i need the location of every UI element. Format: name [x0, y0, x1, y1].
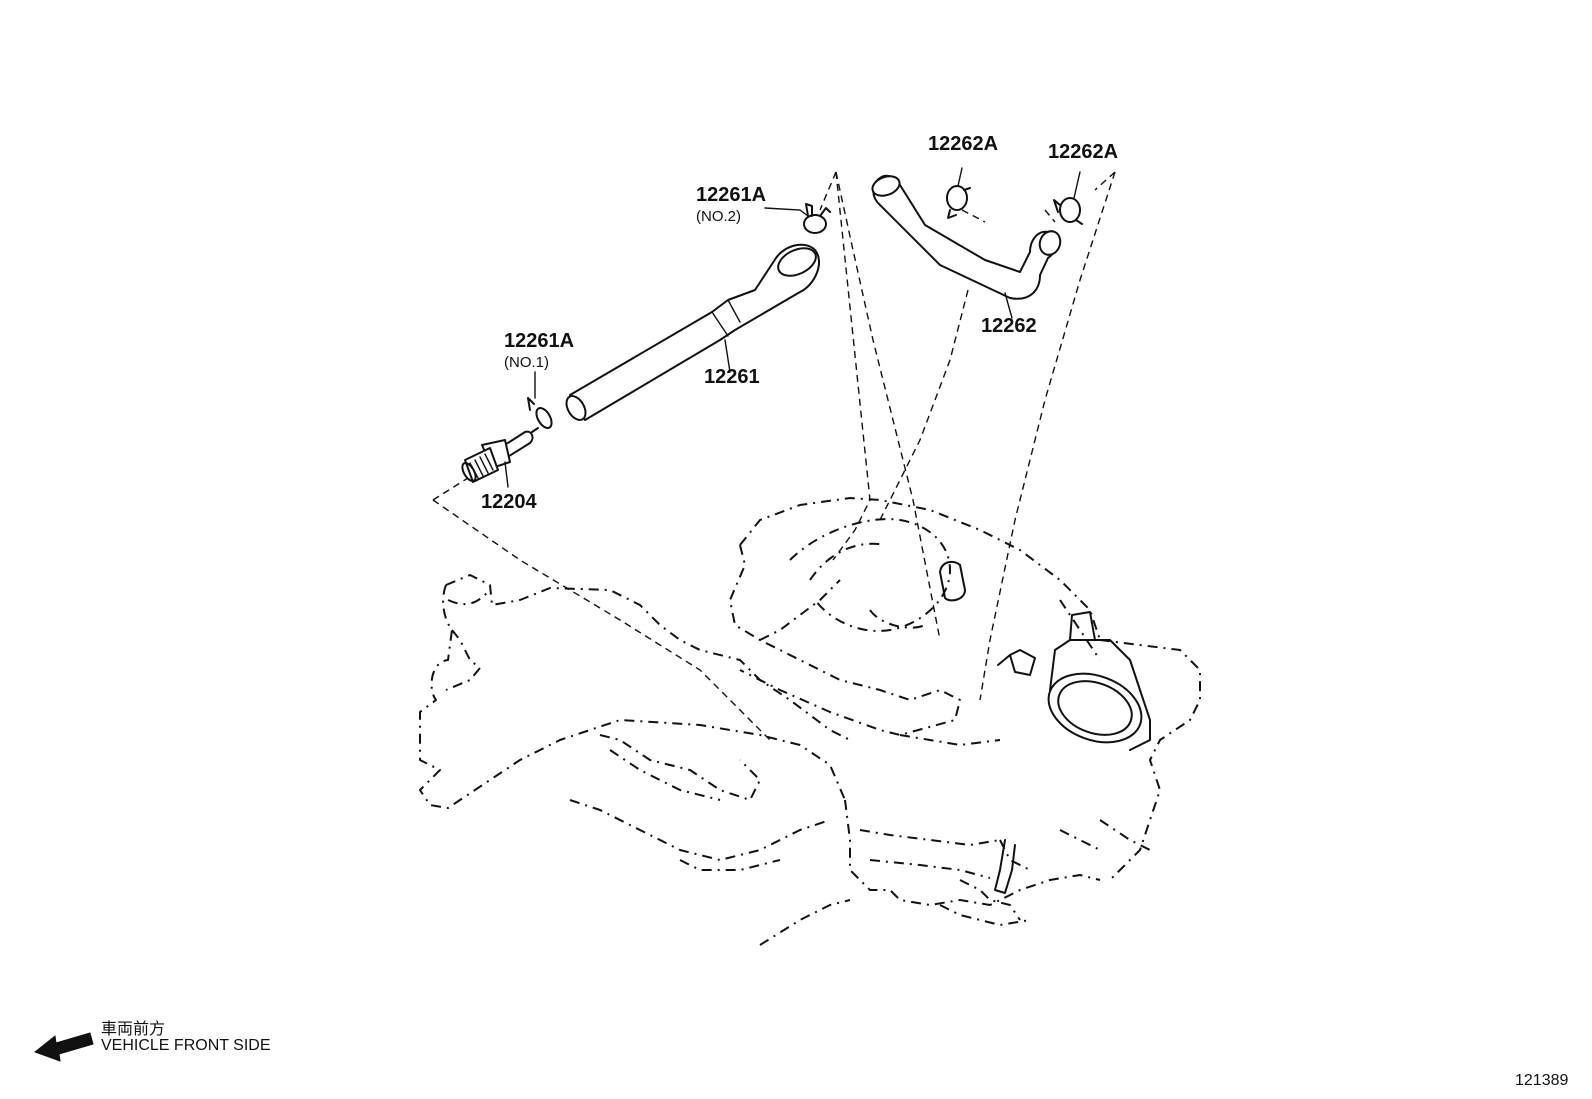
pcv-valve-12204: [461, 430, 534, 483]
vehicle-front-label: VEHICLE FRONT SIDE: [101, 1037, 271, 1054]
explode-lines: [432, 171, 1116, 741]
clamp-12261A-no2: [803, 203, 831, 234]
part-label-12261A-no1: 12261A: [504, 330, 575, 352]
part-label-12262A-right: 12262A: [1048, 141, 1119, 163]
label-leaders: [504, 167, 1081, 488]
part-label-12261A-no2: 12261A: [696, 184, 767, 206]
clamp-12262A-right: [1053, 197, 1083, 225]
figure-number: 121389: [1515, 1072, 1569, 1089]
hose-12261: [565, 243, 820, 421]
part-label-12262: 12262: [981, 315, 1037, 337]
part-label-12262A-left: 12262A: [928, 133, 999, 155]
engine-outline: [419, 497, 1201, 946]
hose-12262: [871, 174, 1062, 300]
part-label-12261: 12261: [704, 366, 760, 388]
vehicle-front-japanese: 車両前方: [101, 1021, 166, 1038]
part-label-12204: 12204: [481, 491, 537, 513]
clamp-12261A-no1: [527, 397, 553, 433]
arrow-left-icon: [33, 1032, 94, 1062]
clamp-12262A-left: [946, 185, 971, 219]
part-note-no1: (NO.1): [504, 354, 549, 371]
part-note-no2: (NO.2): [696, 208, 741, 225]
